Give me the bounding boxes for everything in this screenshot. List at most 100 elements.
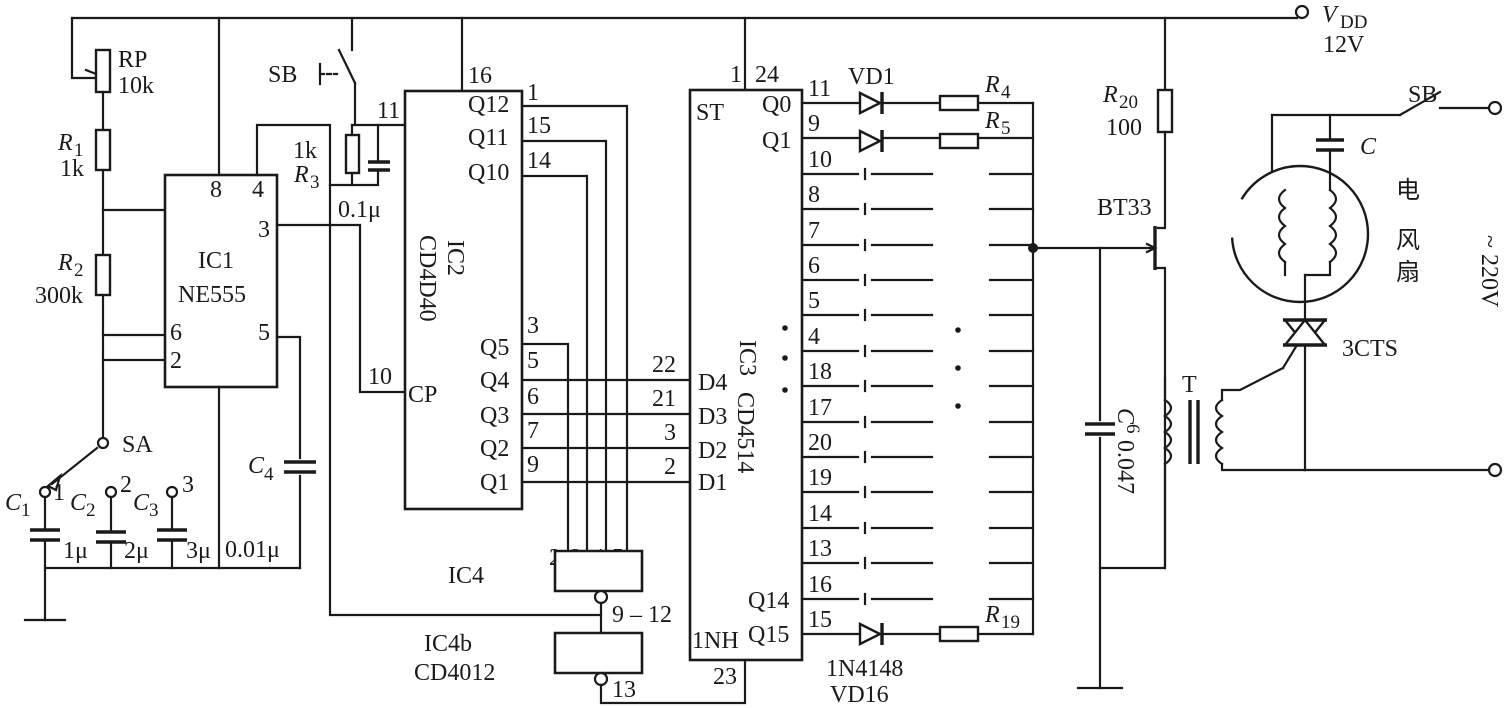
c3-sub: 3	[149, 500, 159, 521]
supply-rail: V DD 12V	[70, 2, 1367, 177]
r2-resistor	[94, 253, 112, 297]
vdd-label-sub: DD	[1340, 12, 1367, 33]
ic2-q12-pin: 1	[527, 80, 539, 106]
ic4-pin-link: 9 – 12	[612, 602, 672, 628]
ic2-q11-pin: 15	[527, 113, 551, 139]
c2-sub: 2	[86, 500, 96, 521]
r5-sub: 5	[1001, 118, 1011, 139]
r20-value: 100	[1106, 115, 1142, 141]
ic1-pin3: 3	[258, 217, 270, 243]
ic3-name: IC3	[734, 340, 760, 376]
ic2-q1-label: Q1	[480, 470, 509, 496]
r19-resistor	[938, 625, 980, 643]
ic3-output-pin-11: 11	[808, 76, 831, 102]
ic3-pin-inh: 23	[713, 664, 737, 690]
ic3-d3-pin: 21	[652, 386, 676, 412]
r5-name: R	[984, 108, 1000, 134]
ic3-d2-pin: 3	[664, 420, 676, 446]
sa-pos3-terminal[interactable]	[165, 485, 179, 499]
ic3-pin-vdd: 24	[755, 62, 779, 88]
ic3-output-pin-17: 17	[808, 395, 832, 421]
ic3-d1-pin: 2	[664, 454, 676, 480]
r2-value: 300k	[35, 283, 83, 309]
triac-name: 3CTS	[1342, 336, 1398, 362]
c1-value: 1μ	[63, 538, 88, 564]
ic2-q10-label: Q10	[468, 160, 509, 186]
r5-resistor	[938, 132, 980, 150]
r19-name: R	[984, 602, 1000, 628]
ic3-q14-label: Q14	[748, 588, 789, 614]
sa-pos2-terminal[interactable]	[104, 485, 118, 499]
mains-terminal-bottom	[1487, 462, 1503, 478]
ic4b-output-bubble	[593, 671, 609, 687]
ic3-label-st: ST	[696, 100, 724, 126]
fan-name-2: 风	[1396, 228, 1420, 254]
ic2-q1-pin: 9	[527, 452, 539, 478]
transformer-secondary	[1214, 398, 1224, 466]
ic4-nand: 2 3 4 5 9 – 12 13 IC4 IC4b CD4012	[328, 183, 747, 705]
ic1-pin8: 8	[210, 177, 222, 203]
ic2-part: CD4D40	[414, 235, 440, 322]
r1-resistor	[94, 128, 112, 172]
c4-value: 0.01μ	[225, 537, 280, 563]
rp-value: 10k	[118, 73, 154, 99]
r2-name: R	[57, 250, 73, 276]
ic3-part: CD4514	[732, 392, 758, 473]
sa-common-terminal[interactable]	[96, 436, 110, 450]
ic3-q0-label: Q0	[762, 92, 791, 118]
ic3-d2-label: D2	[698, 438, 727, 464]
ic4-part: CD4012	[414, 660, 495, 686]
rp-name: RP	[118, 47, 147, 73]
fan-name-3: 扇	[1396, 259, 1420, 286]
c4-name: C	[248, 453, 265, 479]
ic2-q12-label: Q12	[468, 92, 509, 118]
ic3-d1-label: D1	[698, 470, 727, 496]
sb1-contact[interactable]	[337, 48, 357, 85]
sb2-switch[interactable]	[1398, 90, 1442, 117]
ic3-output-pin-10: 10	[808, 147, 832, 173]
ic2-q3-label: Q3	[480, 403, 509, 429]
c4-sub: 4	[264, 464, 274, 485]
r4-name: R	[984, 72, 1000, 98]
r1-sub: 1	[74, 140, 84, 161]
ic3-output-pin-5: 5	[808, 288, 820, 314]
vdd-terminal	[1294, 4, 1310, 20]
vdd-voltage: 12V	[1323, 32, 1365, 58]
ic3-output-pin-16: 16	[808, 572, 832, 598]
ic3-output-pin-4: 4	[808, 324, 820, 350]
r19-sub: 19	[1001, 612, 1020, 633]
ic3-label-inh: 1NH	[692, 628, 739, 654]
ic2-q2-pin: 7	[527, 418, 539, 444]
mains-label: ~ 220V	[1476, 235, 1502, 308]
ic2-pin-vdd: 16	[468, 63, 492, 89]
ic4a-gate	[553, 549, 644, 593]
ic3-output-pin-7: 7	[808, 218, 820, 244]
r20-sub: 20	[1119, 92, 1138, 113]
ic2-counter: 16 CP IC2 CD4D40 Q12 Q11 Q10 1 15 14 Q5 …	[403, 63, 692, 552]
c3-name: C	[133, 490, 150, 516]
ic3-output-pin-20: 20	[808, 430, 832, 456]
sa-pos1-terminal[interactable]	[38, 485, 52, 499]
c1-name: C	[5, 490, 22, 516]
ic3-output-rows	[800, 101, 1035, 636]
ic3-decoder: 1 24 ST IC3 CD4514 D4 D3 D2 D1 22 21 3 2…	[652, 62, 1035, 690]
load-circuit: SB C 电 风 扇 ~ 220V 3CTS	[1230, 82, 1503, 478]
ic2-pin-cp: 10	[368, 364, 392, 390]
ic3-body	[688, 88, 804, 662]
ic3-q1-label: Q1	[762, 128, 791, 154]
ic4b-label: IC4b	[424, 631, 472, 657]
vdd-label: V	[1322, 2, 1339, 28]
transformer-primary	[1163, 398, 1173, 466]
fan-name-1: 电	[1396, 177, 1420, 204]
r1-name: R	[57, 130, 73, 156]
vd16-part: 1N4148	[826, 656, 903, 682]
fan-cap-name: C	[1360, 134, 1377, 160]
ic3-d3-label: D3	[698, 404, 727, 430]
c2-name: C	[70, 490, 87, 516]
c2-value: 2μ	[124, 538, 149, 564]
ic3-d4-pin: 22	[652, 352, 676, 378]
ic2-q5-pin: 3	[527, 313, 539, 339]
mains-terminal-top	[1487, 100, 1503, 116]
vd16-name: VD16	[830, 682, 889, 708]
